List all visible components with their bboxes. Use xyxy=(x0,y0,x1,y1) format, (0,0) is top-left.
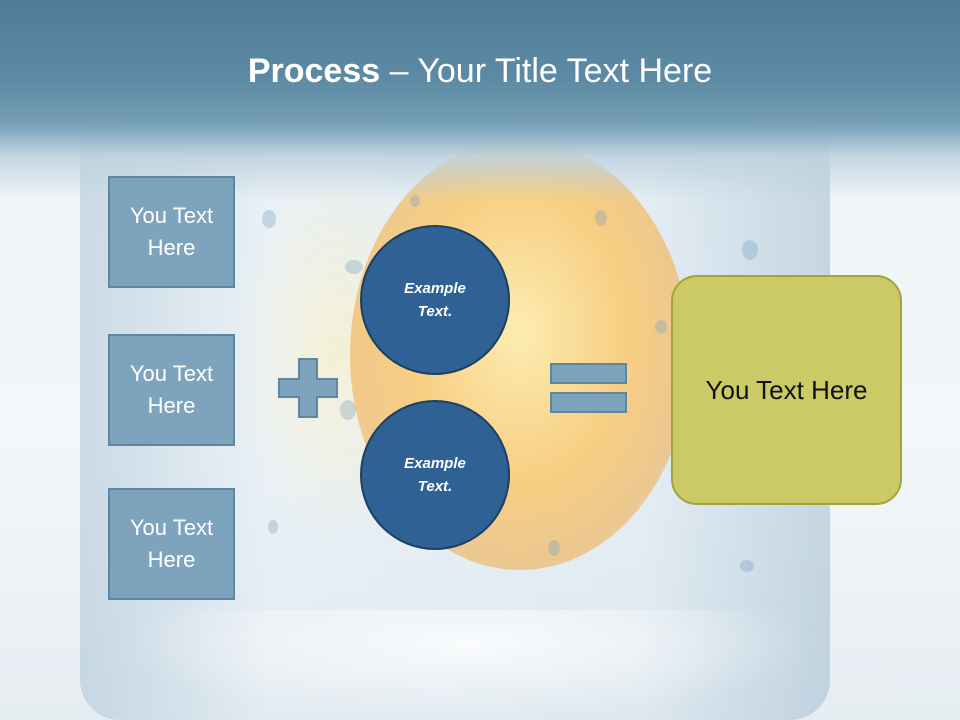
water-drop xyxy=(345,260,363,274)
plus-icon xyxy=(278,358,338,418)
water-drop xyxy=(548,540,560,556)
water-drop xyxy=(410,195,420,207)
example-circle-1[interactable]: Example Text. xyxy=(360,225,510,375)
water-drop xyxy=(340,400,356,420)
water-drop xyxy=(655,320,667,334)
slide-title: Process – Your Title Text Here xyxy=(0,52,960,91)
equals-icon-top-bar xyxy=(550,363,627,384)
title-rest: – Your Title Text Here xyxy=(380,52,713,90)
water-drop xyxy=(595,210,607,226)
water-drop xyxy=(740,560,754,572)
title-bar xyxy=(0,0,960,200)
equals-icon-bottom-bar xyxy=(550,392,627,413)
result-text-box[interactable]: You Text Here xyxy=(671,275,902,505)
left-text-box-2[interactable]: You Text Here xyxy=(108,334,235,446)
example-circle-2[interactable]: Example Text. xyxy=(360,400,510,550)
left-text-box-3[interactable]: You Text Here xyxy=(108,488,235,600)
reflection-background xyxy=(120,610,820,720)
water-drop xyxy=(262,210,276,228)
left-text-box-1[interactable]: You Text Here xyxy=(108,176,235,288)
title-bold: Process xyxy=(247,52,381,90)
water-drop xyxy=(268,520,278,534)
water-drop xyxy=(742,240,758,260)
